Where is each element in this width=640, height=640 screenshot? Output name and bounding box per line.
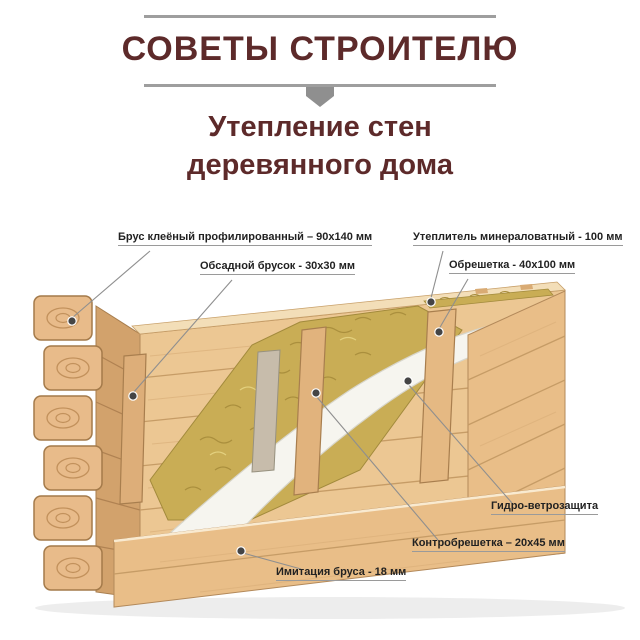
subtitle-line-1: Утепление стен — [208, 111, 432, 143]
header-rule-top — [144, 15, 496, 18]
obreshetka-batten — [419, 308, 457, 484]
page-subtitle: Утепление стен деревянного дома — [0, 108, 640, 184]
wall-top-face — [131, 281, 566, 335]
counter-batten — [293, 326, 327, 496]
ground-shadow — [35, 597, 625, 619]
subtitle-line-2: деревянного дома — [187, 149, 453, 181]
obsadnoy-batten — [119, 353, 147, 505]
callout-label-imitaciya: Имитация бруса - 18 мм — [276, 566, 407, 581]
header-rule-bottom — [144, 84, 496, 87]
gray-spacer — [251, 349, 281, 473]
beam-ends — [33, 295, 103, 591]
callout-dots — [67, 297, 444, 556]
cladding-bottom — [113, 485, 566, 608]
callout-label-kontr: Контробрешетка – 20х45 мм — [412, 537, 565, 552]
callout-label-gidro: Гидро-ветрозащита — [491, 500, 599, 515]
callout-label-brus: Брус клеёный профилированный – 90х140 мм — [118, 231, 373, 246]
callout-label-uteplitel: Утеплитель минераловатный - 100 мм — [413, 231, 623, 246]
page-title: СОВЕТЫ СТРОИТЕЛЮ — [121, 30, 519, 68]
battens — [119, 308, 457, 505]
callout-lines — [71, 250, 513, 570]
callout-label-obsadnoy: Обсадной брусок - 30х30 мм — [200, 260, 355, 275]
callout-label-obreshetka: Обрешетка - 40х100 мм — [449, 259, 576, 274]
